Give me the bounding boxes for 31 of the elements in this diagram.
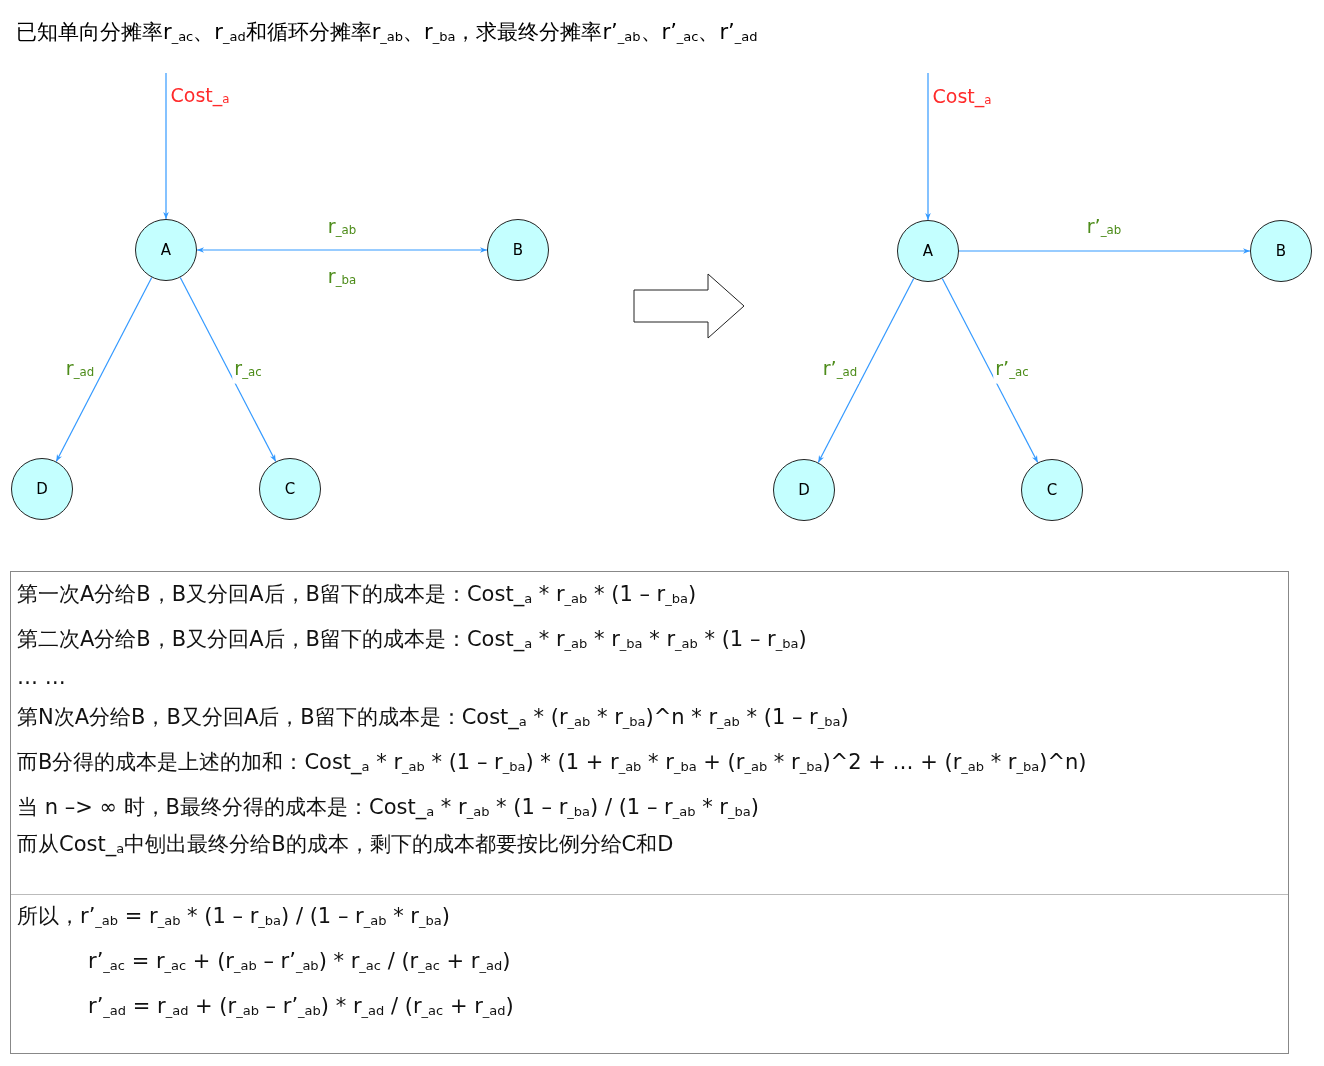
edge-label: Cost_$_{a}$ (931, 84, 993, 110)
circle-node: B (1250, 220, 1312, 282)
text-line: … … (17, 664, 66, 691)
text-panel (10, 894, 1289, 1054)
text-line: r’$_{_ad}$ = r$_{_ad}$ + (r$_{_ab}$ – r’$_{_ab}$) * r$_{_ad}$ / (r$_{_ac}$ + r$_{_ad}$) (88, 993, 514, 1020)
text-line: 所以，r’$_{_ab}$ = r$_{_ab}$ * (1 – r$_{_ba}$) / (1 – r$_{_ab}$ * r$_{_ba}$) (17, 903, 450, 930)
circle-node: D (773, 459, 835, 521)
text-line: 第一次A分给B，B又分回A后，B留下的成本是：Cost_$_{a}$ * r$_{_ab}$ * (1 – r$_{_ba}$) (17, 581, 697, 609)
arrow (925, 72, 931, 221)
arrow (196, 247, 488, 253)
arrow (163, 72, 169, 220)
text-line: 而从Cost_$_{a}$中刨出最终分给B的成本，剩下的成本都要按比例分给C和D (17, 831, 674, 859)
text-line: r’$_{_ac}$ = r$_{_ac}$ + (r$_{_ab}$ – r’$_{_ab}$) * r$_{_ac}$ / (r$_{_ac}$ + r$_{_ad}$) (88, 948, 511, 975)
arrow (817, 277, 915, 464)
circle-node: A (135, 219, 197, 281)
text-line: 第二次A分给B，B又分回A后，B留下的成本是：Cost_$_{a}$ * r$_{_ab}$ * r$_{_ba}$ * r$_{_ab}$ * (1 – r$_{_ba}$) (17, 626, 807, 654)
edge-label: Cost_$_{a}$ (169, 83, 231, 109)
arrow (958, 248, 1251, 254)
text-line: 当 n –> ∞ 时，B最终分得的成本是：Cost_$_{a}$ * r$_{_ab}$ * (1 – r$_{_ba}$) / (1 – r$_{_ab}$ * r$_{_ba}$) (17, 794, 759, 822)
arrow (55, 276, 153, 463)
circle-node: D (11, 458, 73, 520)
text-panel (10, 571, 1289, 895)
arrow (941, 277, 1039, 464)
circle-node: C (259, 458, 321, 520)
text-line: 第N次A分给B，B又分回A后，B留下的成本是：Cost_$_{a}$ * (r$_{_ab}$ * r$_{_ba}$)^n * r$_{_ab}$ * (1 – r$_{_ba}$) (17, 704, 849, 732)
circle-node: C (1021, 459, 1083, 521)
circle-node: B (487, 219, 549, 281)
circle-node: A (897, 220, 959, 282)
arrow (179, 276, 277, 463)
text-line: 而B分得的成本是上述的加和：Cost_$_{a}$ * r$_{_ab}$ * (1 – r$_{_ba}$) * (1 + r$_{_ab}$ * r$_{_ba}$ + (r$_{_ab}$ * r$_{_ba}$)^2 + … + (r$_{_ab}$ * r$_{_ba}$)^n) (17, 749, 1087, 777)
title: 已知单向分摊率r$_{_ac}$、r$_{_ad}$和循环分摊率r$_{_ab}$、r$_{_ba}$，求最终分摊率r’$_{_ab}$、r’$_{_ac}$、r’$_{_ad}$ (16, 19, 758, 46)
